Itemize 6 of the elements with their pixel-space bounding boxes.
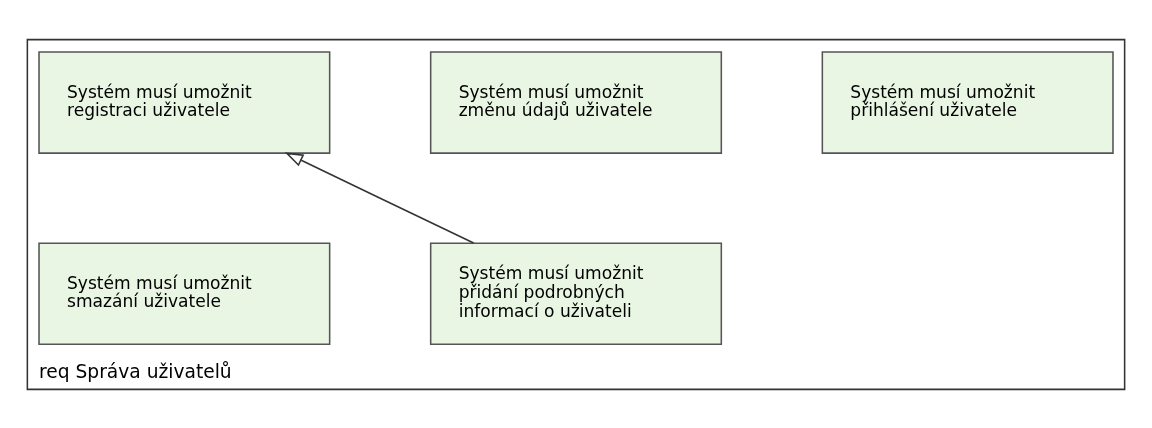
- node-box: Systém musí umožnit přidání podrobných informací o uživateli: [429, 241, 723, 345]
- node-box: Systém musí umožnit registraci uživatele: [38, 50, 331, 154]
- arrow: [284, 151, 475, 244]
- node-box: Systém musí umožnit změnu údajů uživatele: [429, 50, 723, 154]
- node-box: Systém musí umožnit přihlášení uživatele: [821, 50, 1114, 154]
- node-box: Systém musí umožnit smazání uživatele: [38, 241, 331, 345]
